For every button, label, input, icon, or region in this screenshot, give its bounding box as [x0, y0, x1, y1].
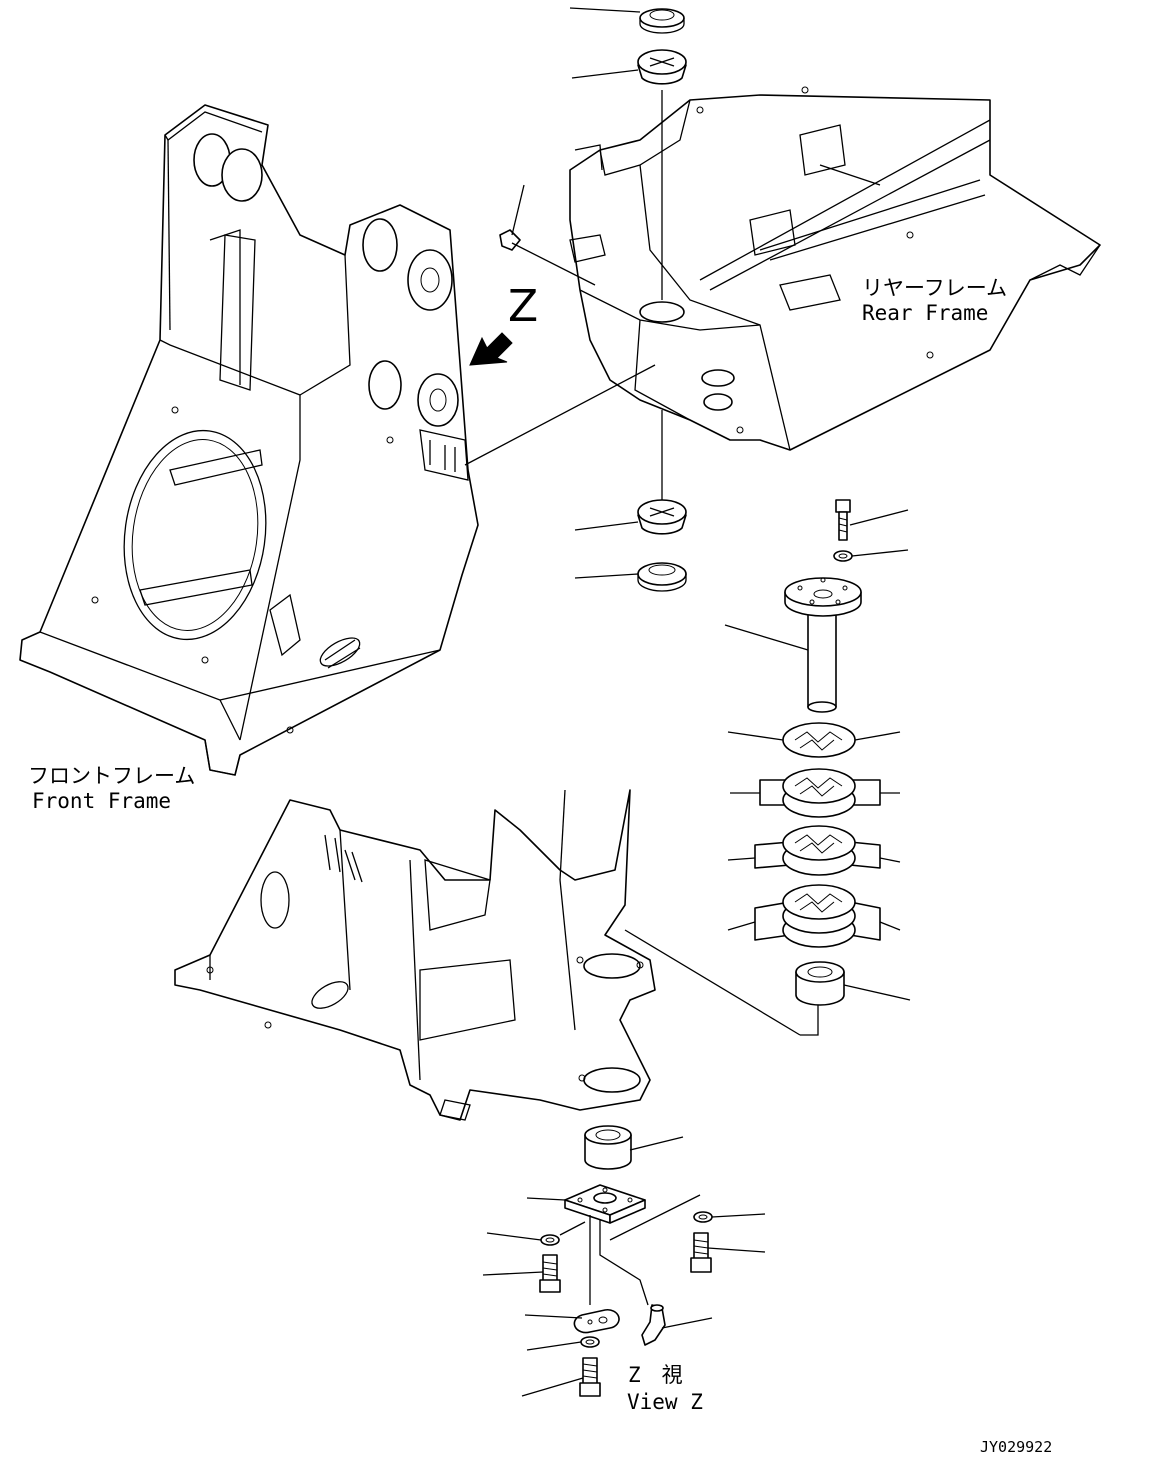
upper-seal-ring [639, 8, 685, 34]
bolt-right [690, 1232, 712, 1273]
front-frame-lower-view [174, 789, 656, 1121]
washer-left [540, 1234, 560, 1246]
view-letter-label: Z [508, 281, 539, 332]
view-z-arrow [469, 332, 513, 366]
grease-fitting-top [499, 184, 596, 286]
rear-frame-label-jp: リヤーフレーム [862, 276, 1008, 300]
washer-bottom [580, 1336, 600, 1348]
front-frame-label-jp: フロントフレーム [28, 764, 196, 788]
view-z-label-en: View Z [627, 1390, 703, 1414]
bolt-left [539, 1254, 561, 1293]
lower-seal-ring [637, 562, 687, 592]
shim-single [782, 722, 856, 758]
lock-plate [573, 1308, 620, 1334]
bushing-right [795, 961, 845, 1006]
shim-pack-2 [759, 768, 881, 818]
bolt-bottom [579, 1357, 601, 1397]
washer-right [693, 1211, 713, 1223]
rear-frame [569, 86, 1101, 451]
drawing-id: JY029922 [980, 1438, 1053, 1456]
rear-frame-label-en: Rear Frame [862, 301, 989, 325]
lower-spherical-bearing [637, 499, 687, 535]
washer-top [833, 550, 853, 562]
upper-spherical-bearing [637, 49, 687, 85]
pin-with-plate [784, 577, 862, 713]
grease-fitting-elbow [641, 1304, 666, 1346]
shim-pack-4 [754, 884, 881, 948]
retainer-plate [564, 1184, 646, 1224]
front-frame-label-en: Front Frame [32, 789, 172, 813]
view-z-label-jp: Z 視 [628, 1363, 683, 1387]
bolt-top [835, 499, 851, 541]
bushing-lower [584, 1125, 632, 1170]
shim-pack-3 [754, 825, 881, 876]
front-frame [19, 104, 479, 776]
